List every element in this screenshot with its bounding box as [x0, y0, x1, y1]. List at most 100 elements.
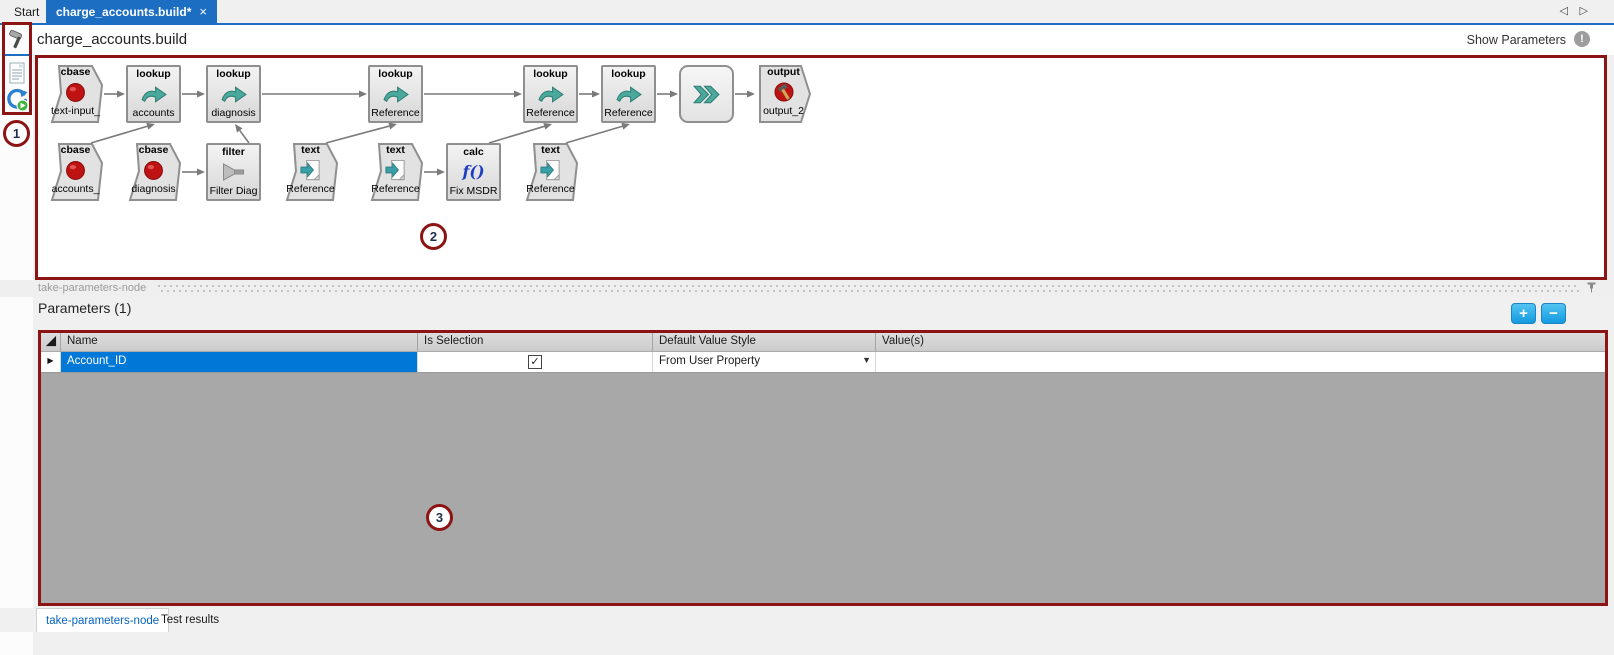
tab-take-parameters-node[interactable]: take-parameters-node	[36, 608, 170, 632]
edge-arrowhead-icon	[146, 122, 155, 130]
tab-test-results[interactable]: Test results	[161, 614, 220, 626]
is-selection-checkbox[interactable]: ✓	[528, 355, 542, 369]
node-type: lookup	[611, 68, 646, 80]
node-label: Reference	[604, 107, 653, 119]
fx-icon: f()	[462, 162, 485, 181]
node-type: filter	[222, 146, 245, 158]
node-label: Fix MSDR	[449, 185, 498, 197]
splitter-grip[interactable]	[158, 285, 1580, 292]
arrow-icon	[208, 81, 259, 107]
doc-icon	[368, 157, 423, 183]
default-value-style-dropdown[interactable]: From User Property ▼	[653, 352, 876, 372]
outball-icon	[756, 79, 811, 105]
add-parameter-button[interactable]: +	[1511, 303, 1536, 324]
edge-arrowhead-icon	[437, 168, 445, 176]
funnel-icon	[208, 159, 259, 185]
param-name-cell[interactable]: Account_ID	[61, 352, 418, 372]
node-label: Reference	[526, 107, 575, 119]
splitter-node-label: take-parameters-node	[38, 282, 147, 294]
node-type: text	[386, 144, 405, 156]
node-type: text	[301, 144, 320, 156]
tab-start[interactable]: Start	[14, 4, 40, 19]
remove-parameter-button[interactable]: −	[1541, 303, 1566, 324]
edge-line	[488, 125, 545, 144]
edge-arrowhead-icon	[621, 122, 630, 130]
arrow-icon	[525, 81, 576, 107]
row-selector[interactable]: ▶	[41, 352, 61, 372]
page-title: charge_accounts.build	[37, 31, 188, 48]
canvas-node-calc-Fix MSDR[interactable]: calcf()Fix MSDR	[446, 143, 501, 201]
node-label: diagnosis	[131, 183, 176, 195]
column-header-name[interactable]: Name	[61, 333, 418, 351]
node-type: text	[541, 144, 560, 156]
chevron-down-icon[interactable]: ▼	[862, 355, 871, 365]
show-parameters-button[interactable]: Show Parameters	[1466, 33, 1566, 47]
column-header-default-value-style[interactable]: Default Value Style	[653, 333, 876, 351]
edge-arrowhead-icon	[670, 90, 678, 98]
edge-arrowhead-icon	[592, 90, 600, 98]
canvas-node-filter-Filter Diag[interactable]: filterFilter Diag	[206, 143, 261, 201]
sphere-icon	[48, 157, 103, 183]
node-type: lookup	[216, 68, 251, 80]
edge-arrowhead-icon	[514, 90, 522, 98]
sphere-icon	[126, 157, 181, 183]
is-selection-cell: ✓	[418, 352, 653, 372]
panel-splitter[interactable]: take-parameters-node	[0, 280, 1614, 297]
canvas-node-cbase-accounts_[interactable]: cbase accounts_	[48, 143, 103, 201]
pin-icon[interactable]	[1585, 281, 1598, 294]
select-all-cell[interactable]	[41, 333, 61, 351]
bottom-tab-bar: take-parameters-node Test results	[0, 608, 1614, 632]
run-history-icon[interactable]	[5, 88, 29, 112]
node-label: Reference	[371, 183, 420, 195]
column-header-is-selection[interactable]: Is Selection	[418, 333, 653, 351]
node-label: Reference	[371, 107, 420, 119]
sphere-icon	[48, 79, 103, 105]
dropdown-value: From User Property	[659, 355, 760, 367]
annotation-circle-3: 3	[426, 504, 453, 531]
tab-scroll-right-icon[interactable]: ▷	[1579, 5, 1588, 17]
annotation-circle-2: 2	[420, 223, 447, 250]
info-icon[interactable]: !	[1574, 31, 1590, 47]
node-label: accounts_	[51, 183, 100, 195]
values-cell[interactable]	[876, 352, 1605, 372]
node-type: cbase	[138, 144, 169, 156]
edge-arrowhead-icon	[117, 90, 125, 98]
node-type: lookup	[378, 68, 413, 80]
edge-arrowhead-icon	[235, 124, 243, 133]
canvas-node-cbase-diagnosis[interactable]: cbase diagnosis	[126, 143, 181, 201]
edge-layer	[90, 90, 755, 176]
canvas-node-merge[interactable]	[679, 65, 734, 123]
node-label: Reference	[526, 183, 575, 195]
tab-charge-accounts[interactable]: charge_accounts.build* ×	[46, 0, 217, 23]
edge-line	[325, 125, 390, 144]
report-document-icon[interactable]	[5, 61, 29, 85]
build-hammer-icon[interactable]	[5, 28, 29, 56]
column-header-values[interactable]: Value(s)	[882, 335, 924, 347]
edge-arrowhead-icon	[388, 122, 397, 130]
doc-icon	[283, 157, 338, 183]
document-header: charge_accounts.build Show Parameters !	[33, 25, 1614, 55]
table-header: Name Is Selection Default Value Style Va…	[41, 333, 1605, 352]
node-label: Reference	[286, 183, 335, 195]
node-label: Filter Diag	[209, 185, 258, 197]
merge-icon	[681, 67, 732, 121]
node-type: output	[767, 66, 800, 78]
node-type: cbase	[60, 144, 91, 156]
tab-scroll-left-icon[interactable]: ◁	[1559, 5, 1568, 17]
close-icon[interactable]: ×	[199, 4, 207, 19]
tab-label: charge_accounts.build*	[56, 4, 192, 19]
parameters-heading: Parameters (1)	[38, 300, 132, 316]
arrow-icon	[128, 81, 179, 107]
node-label: accounts	[132, 107, 175, 119]
